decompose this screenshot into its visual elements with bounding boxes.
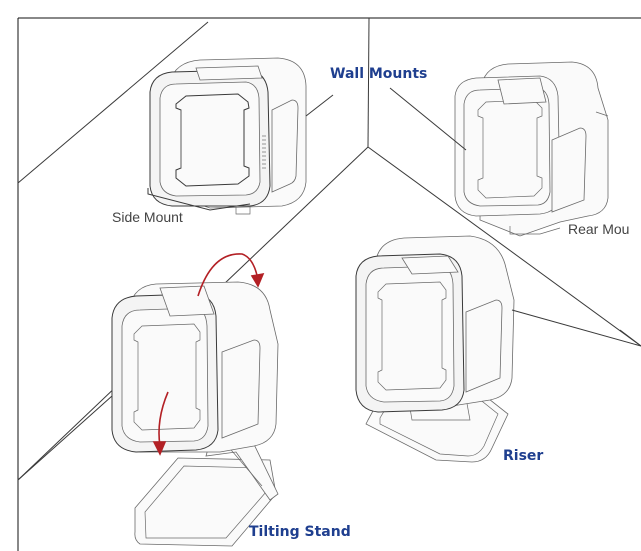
tilt-arrow-bottom-head (152, 441, 167, 456)
tilt-arrows (152, 253, 265, 456)
frame-border (17, 17, 641, 551)
rear-mount-scanner (389, 61, 609, 237)
riser-scanner (355, 235, 641, 463)
side-mount-scanner (147, 57, 334, 215)
label-side-mount: Side Mount (112, 209, 183, 225)
tilt-arrow-top (197, 253, 259, 297)
floor-corner-line (619, 329, 641, 347)
label-rear-mount: Rear Mou (568, 221, 629, 237)
tilt-arrow-top-head (250, 272, 265, 288)
label-riser: Riser (503, 448, 543, 464)
label-tilting-stand: Tilting Stand (249, 524, 351, 540)
tilting-stand-scanner (17, 281, 279, 547)
label-wall-mounts: Wall Mounts (330, 66, 427, 82)
